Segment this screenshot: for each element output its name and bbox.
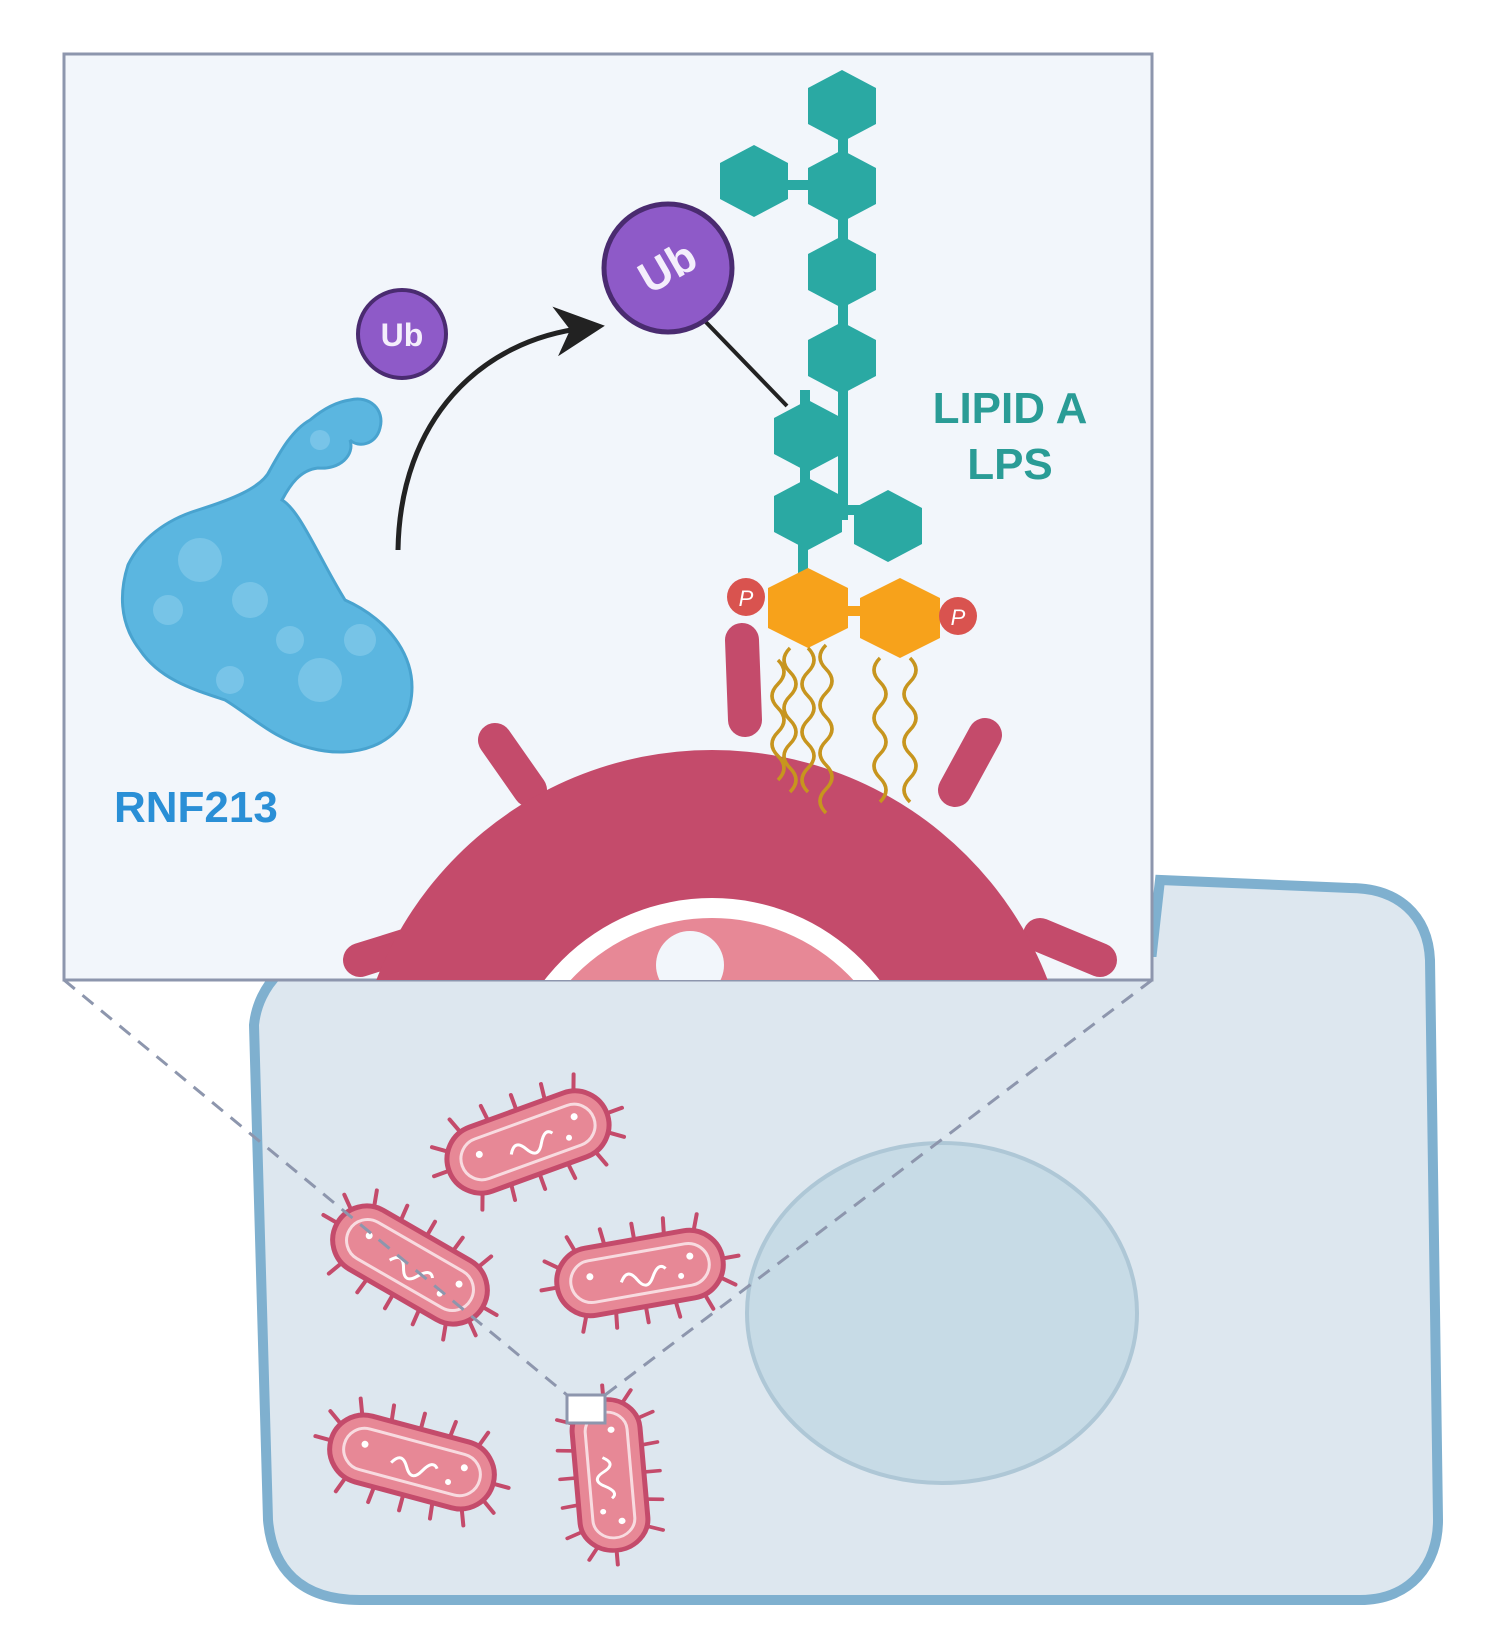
bacterium-cross-section — [343, 623, 1117, 980]
ub-free-label: Ub — [381, 317, 424, 353]
ubiquitin-bond — [698, 314, 789, 408]
phosphate-right — [939, 597, 977, 635]
lipid-a-core: P P — [727, 568, 977, 658]
lps-chain-icon — [720, 70, 922, 580]
lps-label: LPS — [967, 440, 1053, 489]
nucleus — [745, 1141, 1139, 1485]
zoom-region-marker — [565, 1393, 607, 1425]
lipid-a-label: LIPID A — [933, 384, 1088, 433]
phosphate-right-label: P — [951, 605, 966, 630]
ubiquitin-free-icon: Ub — [356, 288, 448, 380]
phosphate-left-label: P — [739, 586, 754, 611]
ubiquitin-attached-icon: Ub — [601, 201, 735, 335]
zoom-lines — [63, 978, 1153, 1397]
phosphate-left — [727, 578, 765, 616]
rnf213-protein-icon — [120, 397, 414, 754]
acyl-chains — [770, 643, 918, 815]
rnf213-label: RNF213 — [114, 783, 278, 832]
transfer-arrow — [395, 306, 605, 551]
